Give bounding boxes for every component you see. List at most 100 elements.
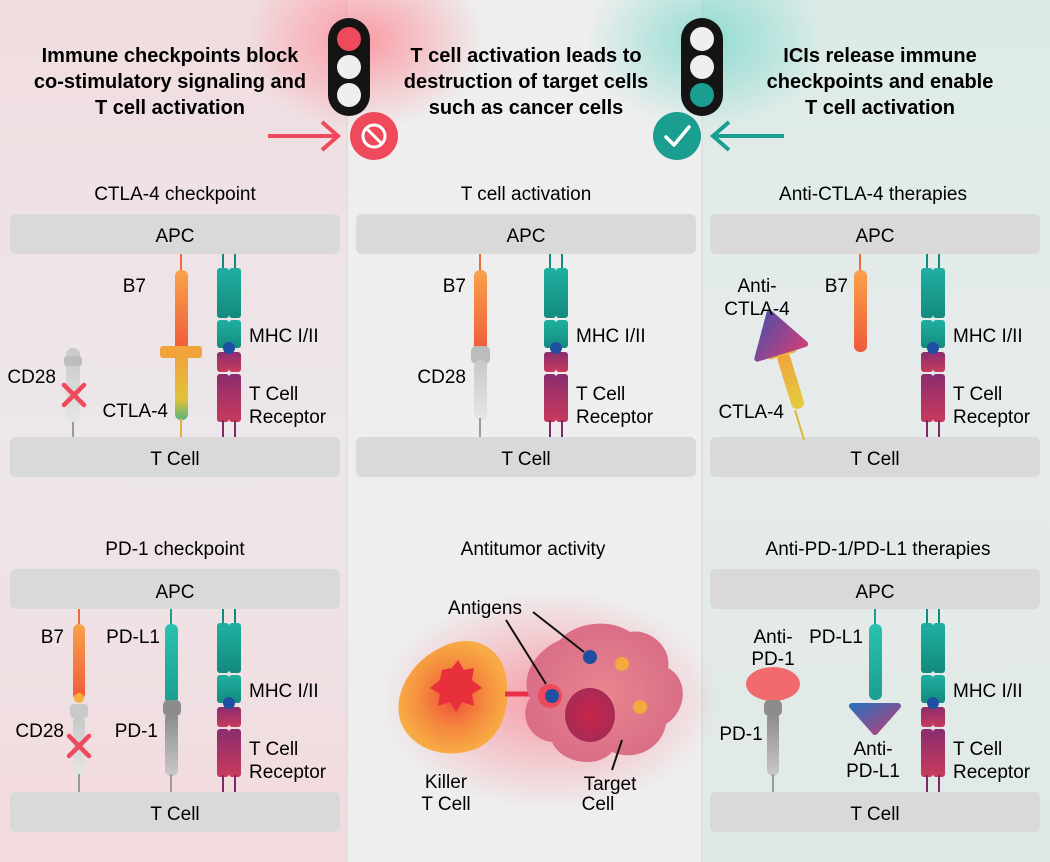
mhc-label: MHC I/II	[953, 326, 1023, 347]
target-cell-nucleus	[565, 688, 615, 742]
mhc-chain	[921, 675, 933, 703]
mhc-tcr-complex	[544, 254, 568, 437]
mhc-tcr-complex	[921, 254, 945, 437]
tcr-chain	[229, 374, 241, 422]
mhc-chain	[921, 320, 933, 348]
panel-title: Anti-PD-1/PD-L1 therapies	[766, 539, 991, 560]
t-cell-label: T Cell	[850, 804, 899, 825]
traffic-light-icon	[328, 18, 370, 116]
apc-label: APC	[855, 582, 894, 603]
tcr-chain	[921, 374, 933, 422]
t-cell-label: T Cell	[150, 804, 199, 825]
heading-line: co-stimulatory signaling and	[34, 71, 306, 93]
b7-ligand	[175, 270, 188, 352]
apc-label: APC	[155, 226, 194, 247]
t-cell-bar	[10, 437, 340, 477]
mhc-chain	[229, 320, 241, 348]
granule	[615, 657, 629, 671]
pd-l1-ligand	[165, 624, 178, 704]
panel-title: Anti-CTLA-4 therapies	[779, 184, 967, 205]
heading-line: T cell activation	[95, 97, 245, 119]
apc-label: APC	[506, 226, 545, 247]
heading-line: T cell activation leads to	[410, 45, 641, 67]
pd-1-receptor	[767, 712, 779, 776]
tcr-chain	[217, 729, 229, 777]
heading-line: ICIs release immune	[783, 45, 976, 67]
target-cell-label: Cell	[582, 794, 615, 815]
mhc-chain	[921, 268, 933, 318]
t-cell-label: T Cell	[501, 449, 550, 470]
panel-title: PD-1 checkpoint	[105, 539, 245, 560]
mhc-tcr-complexes	[217, 254, 945, 792]
target-cell-label: Target	[584, 774, 638, 795]
tcr-chain	[933, 707, 945, 727]
apc-bar	[10, 214, 340, 254]
mhc-chain	[544, 268, 556, 318]
anti-pd-1-label: Anti-	[753, 627, 792, 648]
ctla4-receptor	[175, 352, 188, 420]
mhc-tcr-complex	[217, 254, 241, 437]
b7-ligand	[73, 624, 85, 700]
anti-ctla4-antibody	[754, 310, 809, 362]
b7-ligand	[474, 270, 487, 352]
antigen-peptide	[223, 342, 235, 354]
mhc-chain	[933, 320, 945, 348]
tcr-chain	[217, 374, 229, 422]
checkmark-icon	[653, 112, 701, 160]
b7-label: B7	[825, 276, 848, 297]
heading-line: destruction of target cells	[404, 71, 649, 93]
heading-line: T cell activation	[805, 97, 955, 119]
anti-pd-l1-label: Anti-	[853, 739, 892, 760]
antigen-peptide	[550, 342, 562, 354]
pd1-checkpoint-panel	[66, 609, 181, 792]
granule	[633, 700, 647, 714]
t-cell-bar	[10, 792, 340, 832]
tcr-label: T Cell	[249, 739, 298, 760]
anti-ctla4-label: Anti-	[737, 276, 776, 297]
cd28-label: CD28	[15, 721, 64, 742]
heading-middle: T cell activation leads to destruction o…	[404, 45, 649, 119]
tcr-chain	[933, 374, 945, 422]
tcr-chain	[217, 352, 229, 372]
mhc-chain	[933, 675, 945, 703]
tcr-chain	[933, 352, 945, 372]
tcr-chain	[229, 352, 241, 372]
tcr-label: Receptor	[953, 762, 1031, 783]
b7-cd28-junction	[471, 346, 490, 364]
anti-pd1-pdl1-panel	[746, 609, 901, 792]
anti-ctla4-panel	[754, 254, 867, 441]
antigen-peptide	[223, 697, 235, 709]
ctla4-label: CTLA-4	[719, 402, 785, 423]
tcr-chain	[556, 352, 568, 372]
mhc-chain	[229, 268, 241, 318]
pd-l1-label: PD-L1	[106, 627, 160, 648]
t-cell-label: T Cell	[150, 449, 199, 470]
mhc-chain	[933, 623, 945, 673]
heading-left: Immune checkpoints block co-stimulatory …	[34, 45, 306, 119]
apc-label: APC	[155, 582, 194, 603]
membrane-bars	[10, 214, 1040, 832]
t-cell-bar	[710, 437, 1040, 477]
apc-bar	[710, 569, 1040, 609]
b7-label: B7	[123, 276, 146, 297]
apc-label: APC	[855, 226, 894, 247]
heading-line: checkpoints and enable	[767, 71, 994, 93]
mhc-chain	[229, 623, 241, 673]
b7-label: B7	[41, 627, 64, 648]
pd-1-receptor	[165, 712, 178, 776]
panel-title: Antitumor activity	[461, 539, 606, 560]
tcr-label: Receptor	[249, 407, 327, 428]
heading-right: ICIs release immune checkpoints and enab…	[767, 45, 994, 119]
tcr-chain	[921, 352, 933, 372]
tcr-chain	[229, 729, 241, 777]
tcr-chain	[229, 707, 241, 727]
pd-1-label: PD-1	[719, 724, 762, 745]
mhc-chain	[556, 320, 568, 348]
anti-pd-l1-label: PD-L1	[846, 761, 900, 782]
tcr-label: Receptor	[249, 762, 327, 783]
tcr-label: Receptor	[953, 407, 1031, 428]
t-cell-bar	[710, 792, 1040, 832]
apc-bar	[10, 569, 340, 609]
tcr-chain	[556, 374, 568, 422]
